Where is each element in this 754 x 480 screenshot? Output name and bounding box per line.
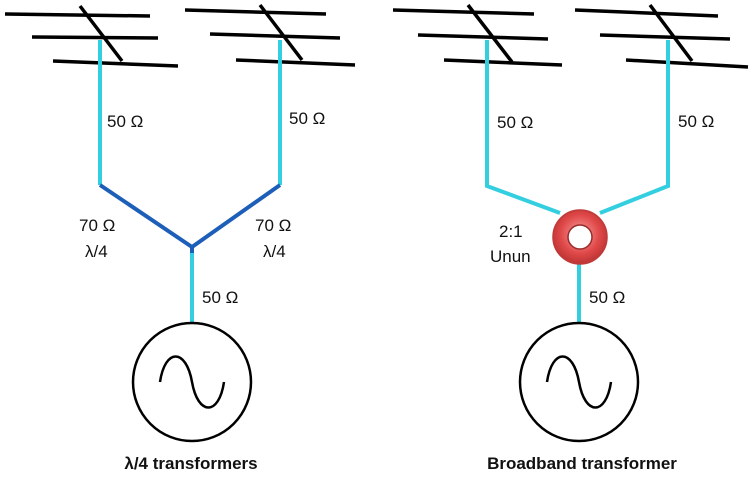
yagi-antenna-icon	[4, 4, 179, 68]
feedline-50-right	[599, 40, 670, 215]
ac-source-icon	[518, 321, 640, 443]
impedance-label: 50 Ω	[678, 112, 714, 131]
impedance-label: 70 Ω	[255, 216, 291, 235]
unun-name-label: Unun	[490, 247, 531, 266]
impedance-label: 50 Ω	[289, 109, 325, 128]
impedance-label: 50 Ω	[589, 288, 625, 307]
left-quarter-wave-section: 50 Ω 50 Ω 70 Ω λ/4 70 Ω λ/4 50 Ω λ/4 tra…	[4, 3, 356, 473]
caption: Broadband transformer	[487, 454, 677, 473]
impedance-label: 50 Ω	[497, 113, 533, 132]
wavelength-label: λ/4	[263, 242, 286, 261]
impedance-label: 50 Ω	[107, 112, 143, 131]
quarter-wave-line-left	[98, 183, 194, 249]
quarter-wave-line-right	[190, 183, 282, 249]
right-broadband-section: 50 Ω 50 Ω 2:1 Unun 50 Ω Broadband transf…	[392, 3, 749, 473]
feedline-50-left	[485, 40, 561, 215]
yagi-antenna-icon	[184, 3, 356, 67]
wavelength-label: λ/4	[85, 242, 108, 261]
yagi-antenna-icon	[392, 3, 563, 67]
impedance-label: 50 Ω	[202, 288, 238, 307]
caption: λ/4 transformers	[124, 454, 257, 473]
impedance-label: 70 Ω	[79, 216, 115, 235]
unun-ratio-label: 2:1	[499, 222, 523, 241]
unun-toroid-icon	[552, 209, 608, 265]
yagi-antenna-icon	[574, 3, 749, 69]
ac-source-icon	[131, 321, 253, 443]
